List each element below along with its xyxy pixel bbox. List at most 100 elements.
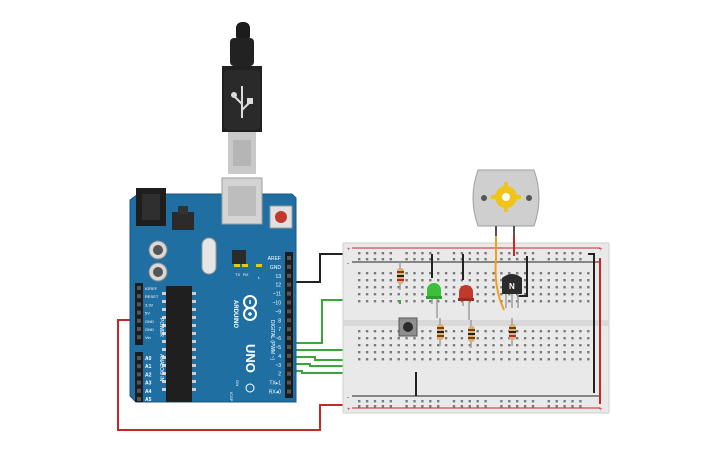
terminal-hole[interactable] <box>405 300 408 303</box>
rail-hole[interactable] <box>452 252 456 255</box>
terminal-hole[interactable] <box>437 344 440 347</box>
terminal-hole[interactable] <box>500 272 503 275</box>
rail-hole[interactable] <box>358 400 361 403</box>
terminal-hole[interactable] <box>523 351 527 354</box>
terminal-hole[interactable] <box>373 272 377 275</box>
terminal-hole[interactable] <box>555 337 558 340</box>
rail-hole[interactable] <box>405 252 408 255</box>
push-button[interactable] <box>398 317 418 337</box>
terminal-hole[interactable] <box>523 344 527 347</box>
rail-hole[interactable] <box>547 258 550 261</box>
terminal-hole[interactable] <box>476 337 479 340</box>
power-pin-socket[interactable] <box>137 294 141 299</box>
terminal-hole[interactable] <box>563 279 566 282</box>
led-green[interactable] <box>426 283 442 318</box>
terminal-hole[interactable] <box>460 330 464 333</box>
terminal-hole[interactable] <box>587 330 590 333</box>
terminal-hole[interactable] <box>563 286 566 289</box>
terminal-hole[interactable] <box>492 293 495 296</box>
terminal-hole[interactable] <box>492 358 495 361</box>
rail-hole[interactable] <box>571 252 574 255</box>
analog-pin-socket[interactable] <box>137 380 141 385</box>
rail-hole[interactable] <box>405 258 408 261</box>
terminal-hole[interactable] <box>405 272 408 275</box>
terminal-hole[interactable] <box>452 293 456 296</box>
terminal-hole[interactable] <box>563 300 566 303</box>
terminal-hole[interactable] <box>555 344 558 347</box>
rail-hole[interactable] <box>579 405 582 408</box>
terminal-hole[interactable] <box>421 286 424 289</box>
rail-hole[interactable] <box>437 252 440 255</box>
terminal-hole[interactable] <box>381 351 385 354</box>
terminal-hole[interactable] <box>563 344 566 347</box>
terminal-hole[interactable] <box>547 330 550 333</box>
rail-hole[interactable] <box>373 405 377 408</box>
terminal-hole[interactable] <box>381 293 385 296</box>
terminal-hole[interactable] <box>555 358 558 361</box>
terminal-hole[interactable] <box>429 272 432 275</box>
terminal-hole[interactable] <box>571 286 574 289</box>
rail-hole[interactable] <box>468 252 471 255</box>
rail-hole[interactable] <box>437 258 440 261</box>
rail-hole[interactable] <box>563 258 566 261</box>
terminal-hole[interactable] <box>460 358 464 361</box>
terminal-hole[interactable] <box>429 337 432 340</box>
terminal-hole[interactable] <box>476 344 479 347</box>
terminal-hole[interactable] <box>563 351 566 354</box>
terminal-hole[interactable] <box>389 300 392 303</box>
terminal-hole[interactable] <box>358 300 361 303</box>
terminal-hole[interactable] <box>413 358 416 361</box>
terminal-hole[interactable] <box>389 344 392 347</box>
rail-hole[interactable] <box>429 405 432 408</box>
terminal-hole[interactable] <box>358 279 361 282</box>
terminal-hole[interactable] <box>405 358 408 361</box>
rail-hole[interactable] <box>421 405 424 408</box>
terminal-hole[interactable] <box>587 286 590 289</box>
rail-hole[interactable] <box>547 405 550 408</box>
rail-hole[interactable] <box>405 400 408 403</box>
terminal-hole[interactable] <box>484 351 487 354</box>
terminal-hole[interactable] <box>437 279 440 282</box>
rail-hole[interactable] <box>563 252 566 255</box>
terminal-hole[interactable] <box>587 337 590 340</box>
terminal-hole[interactable] <box>421 337 424 340</box>
terminal-hole[interactable] <box>555 286 558 289</box>
terminal-hole[interactable] <box>571 351 574 354</box>
terminal-hole[interactable] <box>389 330 392 333</box>
terminal-hole[interactable] <box>476 286 479 289</box>
terminal-hole[interactable] <box>413 293 416 296</box>
rail-hole[interactable] <box>358 252 361 255</box>
terminal-hole[interactable] <box>373 286 377 289</box>
terminal-hole[interactable] <box>579 351 582 354</box>
terminal-hole[interactable] <box>587 300 590 303</box>
rail-hole[interactable] <box>468 258 471 261</box>
terminal-hole[interactable] <box>381 330 385 333</box>
terminal-hole[interactable] <box>444 330 448 333</box>
terminal-hole[interactable] <box>389 286 392 289</box>
power-pin-socket[interactable] <box>137 302 141 307</box>
terminal-hole[interactable] <box>500 330 503 333</box>
rail-hole[interactable] <box>579 400 582 403</box>
terminal-hole[interactable] <box>547 344 550 347</box>
terminal-hole[interactable] <box>539 337 543 340</box>
rail-hole[interactable] <box>381 400 385 403</box>
rail-hole[interactable] <box>531 400 535 403</box>
terminal-hole[interactable] <box>421 279 424 282</box>
terminal-hole[interactable] <box>413 300 416 303</box>
terminal-hole[interactable] <box>421 358 424 361</box>
rail-hole[interactable] <box>413 405 416 408</box>
terminal-hole[interactable] <box>516 344 519 347</box>
terminal-hole[interactable] <box>468 279 471 282</box>
analog-pin-socket[interactable] <box>137 372 141 377</box>
terminal-hole[interactable] <box>381 337 385 340</box>
digital-pin-socket[interactable] <box>287 380 291 385</box>
rail-hole[interactable] <box>484 252 487 255</box>
terminal-hole[interactable] <box>437 272 440 275</box>
terminal-hole[interactable] <box>508 300 511 303</box>
terminal-hole[interactable] <box>405 293 408 296</box>
terminal-hole[interactable] <box>571 293 574 296</box>
rail-hole[interactable] <box>389 252 392 255</box>
terminal-hole[interactable] <box>547 286 550 289</box>
terminal-hole[interactable] <box>492 300 495 303</box>
rail-hole[interactable] <box>508 405 511 408</box>
